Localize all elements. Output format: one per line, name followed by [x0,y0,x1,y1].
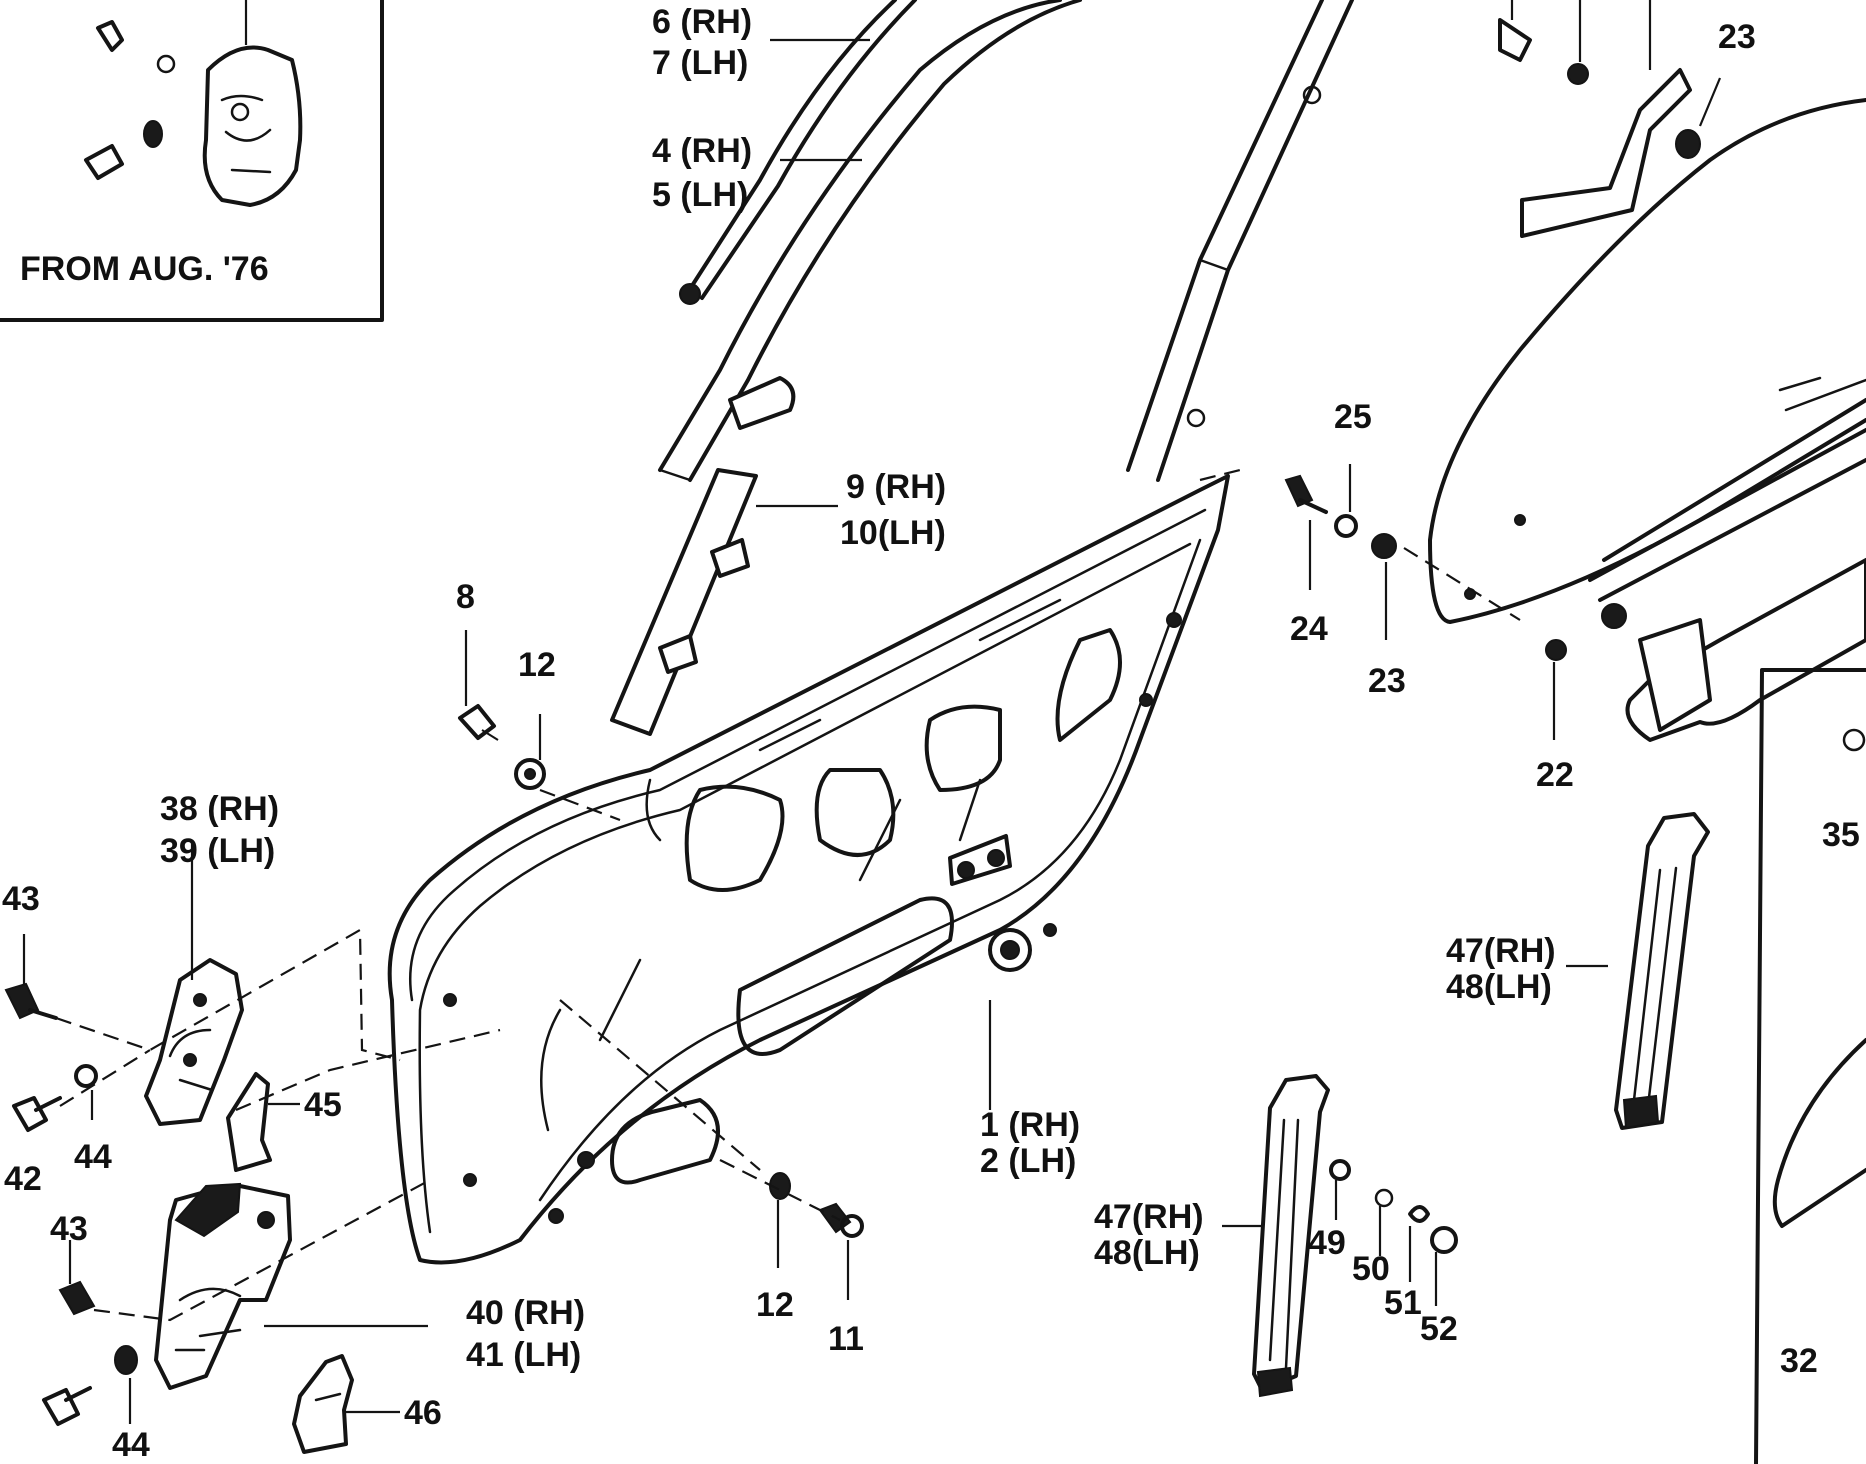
label-12-lower: 12 [756,1286,794,1324]
label-45: 45 [304,1086,342,1124]
bolt-8-part [458,630,499,741]
nut-22-part [1545,639,1567,740]
label-48-lh-right: 48(LH) [1446,968,1552,1006]
label-5-lh: 5 (LH) [652,176,748,214]
label-25: 25 [1334,398,1372,436]
washer-25-part [1334,464,1358,538]
front-molding-part [658,0,1082,482]
label-10-lh: 10(LH) [840,514,946,552]
label-6-rh: 6 (RH) [652,3,752,41]
label-35: 35 [1822,816,1860,854]
label-4-rh: 4 (RH) [652,132,752,170]
bolt-24-part [1284,474,1328,590]
label-39-lh: 39 (LH) [160,832,275,870]
label-9-rh: 9 (RH) [846,468,946,506]
label-24: 24 [1290,610,1328,648]
regulator-part [1588,376,1866,742]
assembly-lines [55,788,841,1322]
inset-caption: FROM AUG. '76 [20,250,269,288]
guide-rail-a-part [1222,1074,1330,1398]
bolt-43-part [4,934,58,1020]
washer-44b-part [114,1345,138,1424]
label-40-rh: 40 (RH) [466,1294,585,1332]
label-50: 50 [1352,1250,1390,1288]
label-47-rh-right: 47(RH) [1446,932,1556,970]
door-glass-part [1428,98,1866,624]
label-41-lh: 41 (LH) [466,1336,581,1374]
label-1-rh: 1 (RH) [980,1106,1080,1144]
clip-52-part [1430,1226,1458,1306]
label-44-lower: 44 [112,1426,150,1464]
door-shell-part [387,474,1230,1265]
label-2-lh: 2 (LH) [980,1142,1076,1180]
plate-46-part [292,1354,400,1454]
bolt-43b-part [58,1240,96,1316]
label-51: 51 [1384,1284,1422,1322]
rear-sash-part [1126,0,1354,482]
channel-9-10-part [610,468,758,736]
bolt-49-part [1329,1159,1351,1220]
label-42: 42 [4,1160,42,1198]
callout-labels: 6 (RH) 7 (LH) 4 (RH) 5 (LH) 9 (RH) 10(LH… [2,3,1860,1464]
label-44-upper: 44 [74,1138,112,1176]
label-43-lower: 43 [50,1210,88,1248]
guide-rail-b-part [1566,812,1710,1130]
label-46: 46 [404,1394,442,1432]
nut-12a-part [514,714,546,790]
label-11: 11 [828,1320,864,1358]
plate-45-part [226,1072,300,1172]
inset-box: FROM AUG. '76 [0,0,384,322]
washer-44-part [74,1064,98,1120]
label-leaders [756,38,992,1110]
label-23-top: 23 [1718,18,1756,56]
label-23-middle: 23 [1368,662,1406,700]
hinge-38-39-part [144,840,244,1126]
bracket-part [1498,0,1722,238]
label-12-upper: 12 [518,646,556,684]
label-38-rh: 38 (RH) [160,790,279,828]
label-32: 32 [1780,1342,1818,1380]
label-52: 52 [1420,1310,1458,1348]
label-7-lh: 7 (LH) [652,44,748,82]
label-49: 49 [1308,1224,1346,1262]
nut-23-part [1371,533,1397,640]
clip-50-part [1374,1188,1394,1256]
label-43-upper: 43 [2,880,40,918]
bolt-42b-part [42,1386,92,1426]
inset-striker-part [84,0,303,207]
label-22: 22 [1536,756,1574,794]
lock-40-41-part [154,1182,428,1390]
bolt-42-part [12,1096,62,1132]
label-8: 8 [456,578,475,616]
label-47-rh-left: 47(RH) [1094,1198,1204,1236]
right-inset-box [1754,668,1866,1464]
clip-51-part [1408,1205,1430,1282]
label-48-lh-left: 48(LH) [1094,1234,1200,1272]
